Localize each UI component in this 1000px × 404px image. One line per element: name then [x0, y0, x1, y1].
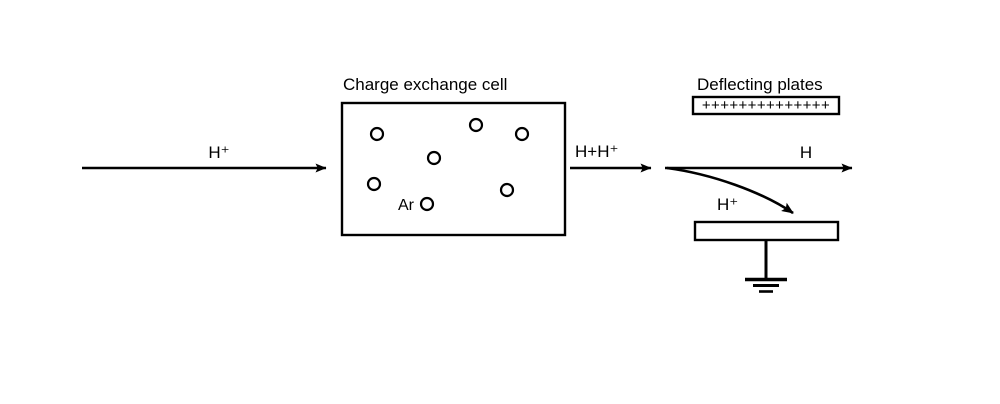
- deflecting-plates-group: Deflecting plates ++++++++++++++: [691, 75, 841, 242]
- argon-gas-label: Ar: [398, 197, 415, 214]
- inlet-beam-label: H⁺: [208, 143, 229, 162]
- mid-beam-group: H+H⁺: [570, 142, 652, 173]
- grounded-deflecting-plate: [693, 220, 840, 242]
- deflected-ion-curve-arrow: [666, 166, 794, 215]
- argon-particle-group: [366, 117, 530, 212]
- inlet-beam-group: H⁺: [82, 143, 327, 173]
- argon-particle: [369, 126, 385, 142]
- neutral-beam-label: H: [800, 143, 812, 162]
- charge-exchange-cell-group: Charge exchange cell Ar: [340, 75, 567, 237]
- deflecting-plates-title: Deflecting plates: [697, 75, 823, 94]
- deflected-ion-label: H⁺: [717, 195, 738, 214]
- argon-particle: [366, 176, 382, 192]
- argon-particle: [514, 126, 530, 142]
- ground-symbol-group: [745, 240, 787, 293]
- argon-particle: [468, 117, 484, 133]
- argon-particle-labeled: [419, 196, 435, 212]
- charge-exchange-cell-title: Charge exchange cell: [343, 75, 507, 94]
- positive-deflecting-plate: [691, 95, 841, 116]
- argon-particle: [499, 182, 515, 198]
- charge-exchange-cell-box: [340, 101, 567, 237]
- argon-particle: [426, 150, 442, 166]
- plate-charge-symbols: ++++++++++++++: [702, 97, 830, 114]
- deflected-ion-group: H⁺: [666, 166, 794, 215]
- mid-beam-label: H+H⁺: [575, 142, 618, 161]
- outlet-beam-group: H: [665, 143, 853, 173]
